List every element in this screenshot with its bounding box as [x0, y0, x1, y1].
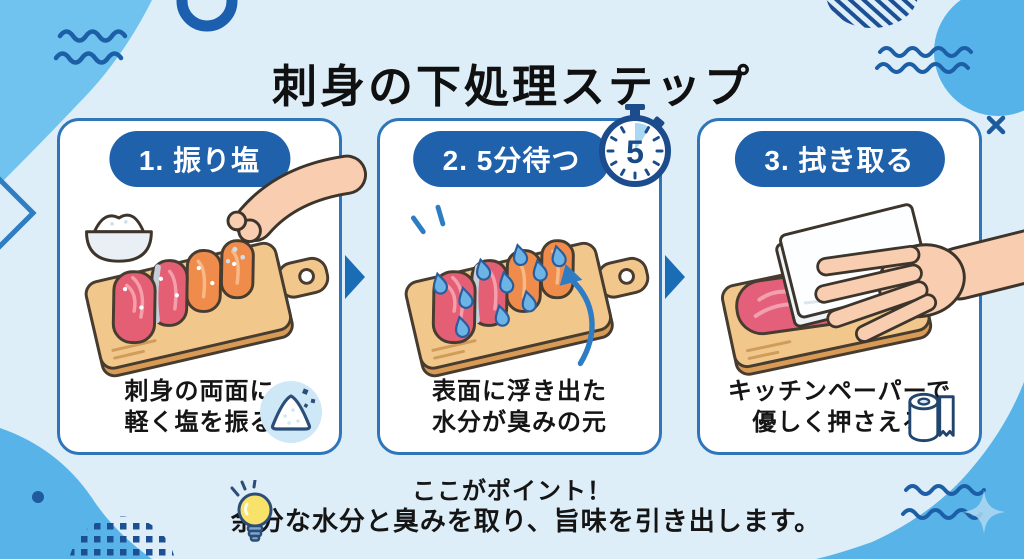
- caption-line: 表面に浮き出た: [432, 377, 607, 405]
- step-2-illustration: [404, 204, 650, 378]
- cutting-board: [404, 239, 650, 378]
- salt-specks: [122, 261, 237, 310]
- caption-line: 水分が臭みの元: [432, 409, 607, 437]
- emphasis-marks: [410, 204, 446, 235]
- pressing-hand: [814, 227, 1024, 343]
- paper-towel-roll-icon: [908, 392, 955, 443]
- wavy-lines-bottom-right-icon: [901, 484, 986, 520]
- step-1-caption: 刺身の両面に 軽く塩を振る: [60, 376, 339, 439]
- sashimi-slices: [111, 239, 255, 345]
- ring-icon: [176, 0, 238, 32]
- step-1-header-pill: 1. 振り塩: [108, 131, 291, 187]
- point-description: 余分な水分と臭みを取り、旨味を引き出します。: [230, 506, 822, 536]
- caption-line: 軽く塩を振る: [124, 409, 275, 437]
- step-card-3: 3. 拭き取る: [697, 118, 1024, 455]
- point-heading: ここがポイント！: [412, 478, 612, 505]
- bottom-right-blob: [816, 382, 1024, 559]
- wavy-lines-top-right-icon: [875, 46, 973, 74]
- dotted-circle-icon: [69, 516, 175, 559]
- diamond-outline-icon: [0, 173, 37, 253]
- step-2-caption: 表面に浮き出た 水分が臭みの元: [380, 376, 659, 439]
- step-1-label: 1. 振り塩: [138, 145, 261, 176]
- step-3-caption: キッチンペーパーで 優しく押さえる: [700, 376, 979, 439]
- annotation-arrow: [559, 264, 595, 367]
- sprinkling-hand: [225, 154, 368, 264]
- salt-bowl: [85, 213, 153, 263]
- step-3-illustration: [721, 203, 1024, 376]
- caption-line: 刺身の両面に: [124, 377, 275, 405]
- step-card-2: 2. 5分待つ 5: [377, 104, 671, 455]
- sparkle-icon: [962, 490, 1006, 534]
- step-arrow-icon: [345, 255, 365, 299]
- top-right-blob: [934, 0, 1024, 116]
- diagonal-stripes-circle-icon: [826, 0, 918, 28]
- timer-value: 5: [626, 134, 644, 170]
- lightbulb-icon: [230, 480, 273, 542]
- page-title: 刺身の下処理ステップ: [271, 61, 752, 113]
- salt-pile-icon: [260, 381, 322, 443]
- small-dot-icon: [32, 491, 44, 503]
- wavy-lines-top-left-icon: [53, 29, 128, 65]
- step-arrow-icon: [665, 255, 685, 299]
- water-droplets: [432, 243, 567, 338]
- top-left-blob: [0, 0, 152, 184]
- step-1-illustration: [84, 154, 368, 378]
- caption-line: 優しく押さえる: [752, 409, 927, 437]
- step-3-label: 3. 拭き取る: [764, 145, 915, 176]
- cutting-board: [84, 239, 330, 378]
- cross-mark-icon: [986, 115, 1006, 135]
- step-3-header-pill: 3. 拭き取る: [734, 131, 945, 187]
- step-2-header-pill: 2. 5分待つ: [412, 131, 611, 187]
- step-2-label: 2. 5分待つ: [442, 145, 581, 176]
- stopwatch-icon: 5: [599, 104, 671, 187]
- step-card-1: 1. 振り塩: [57, 118, 368, 455]
